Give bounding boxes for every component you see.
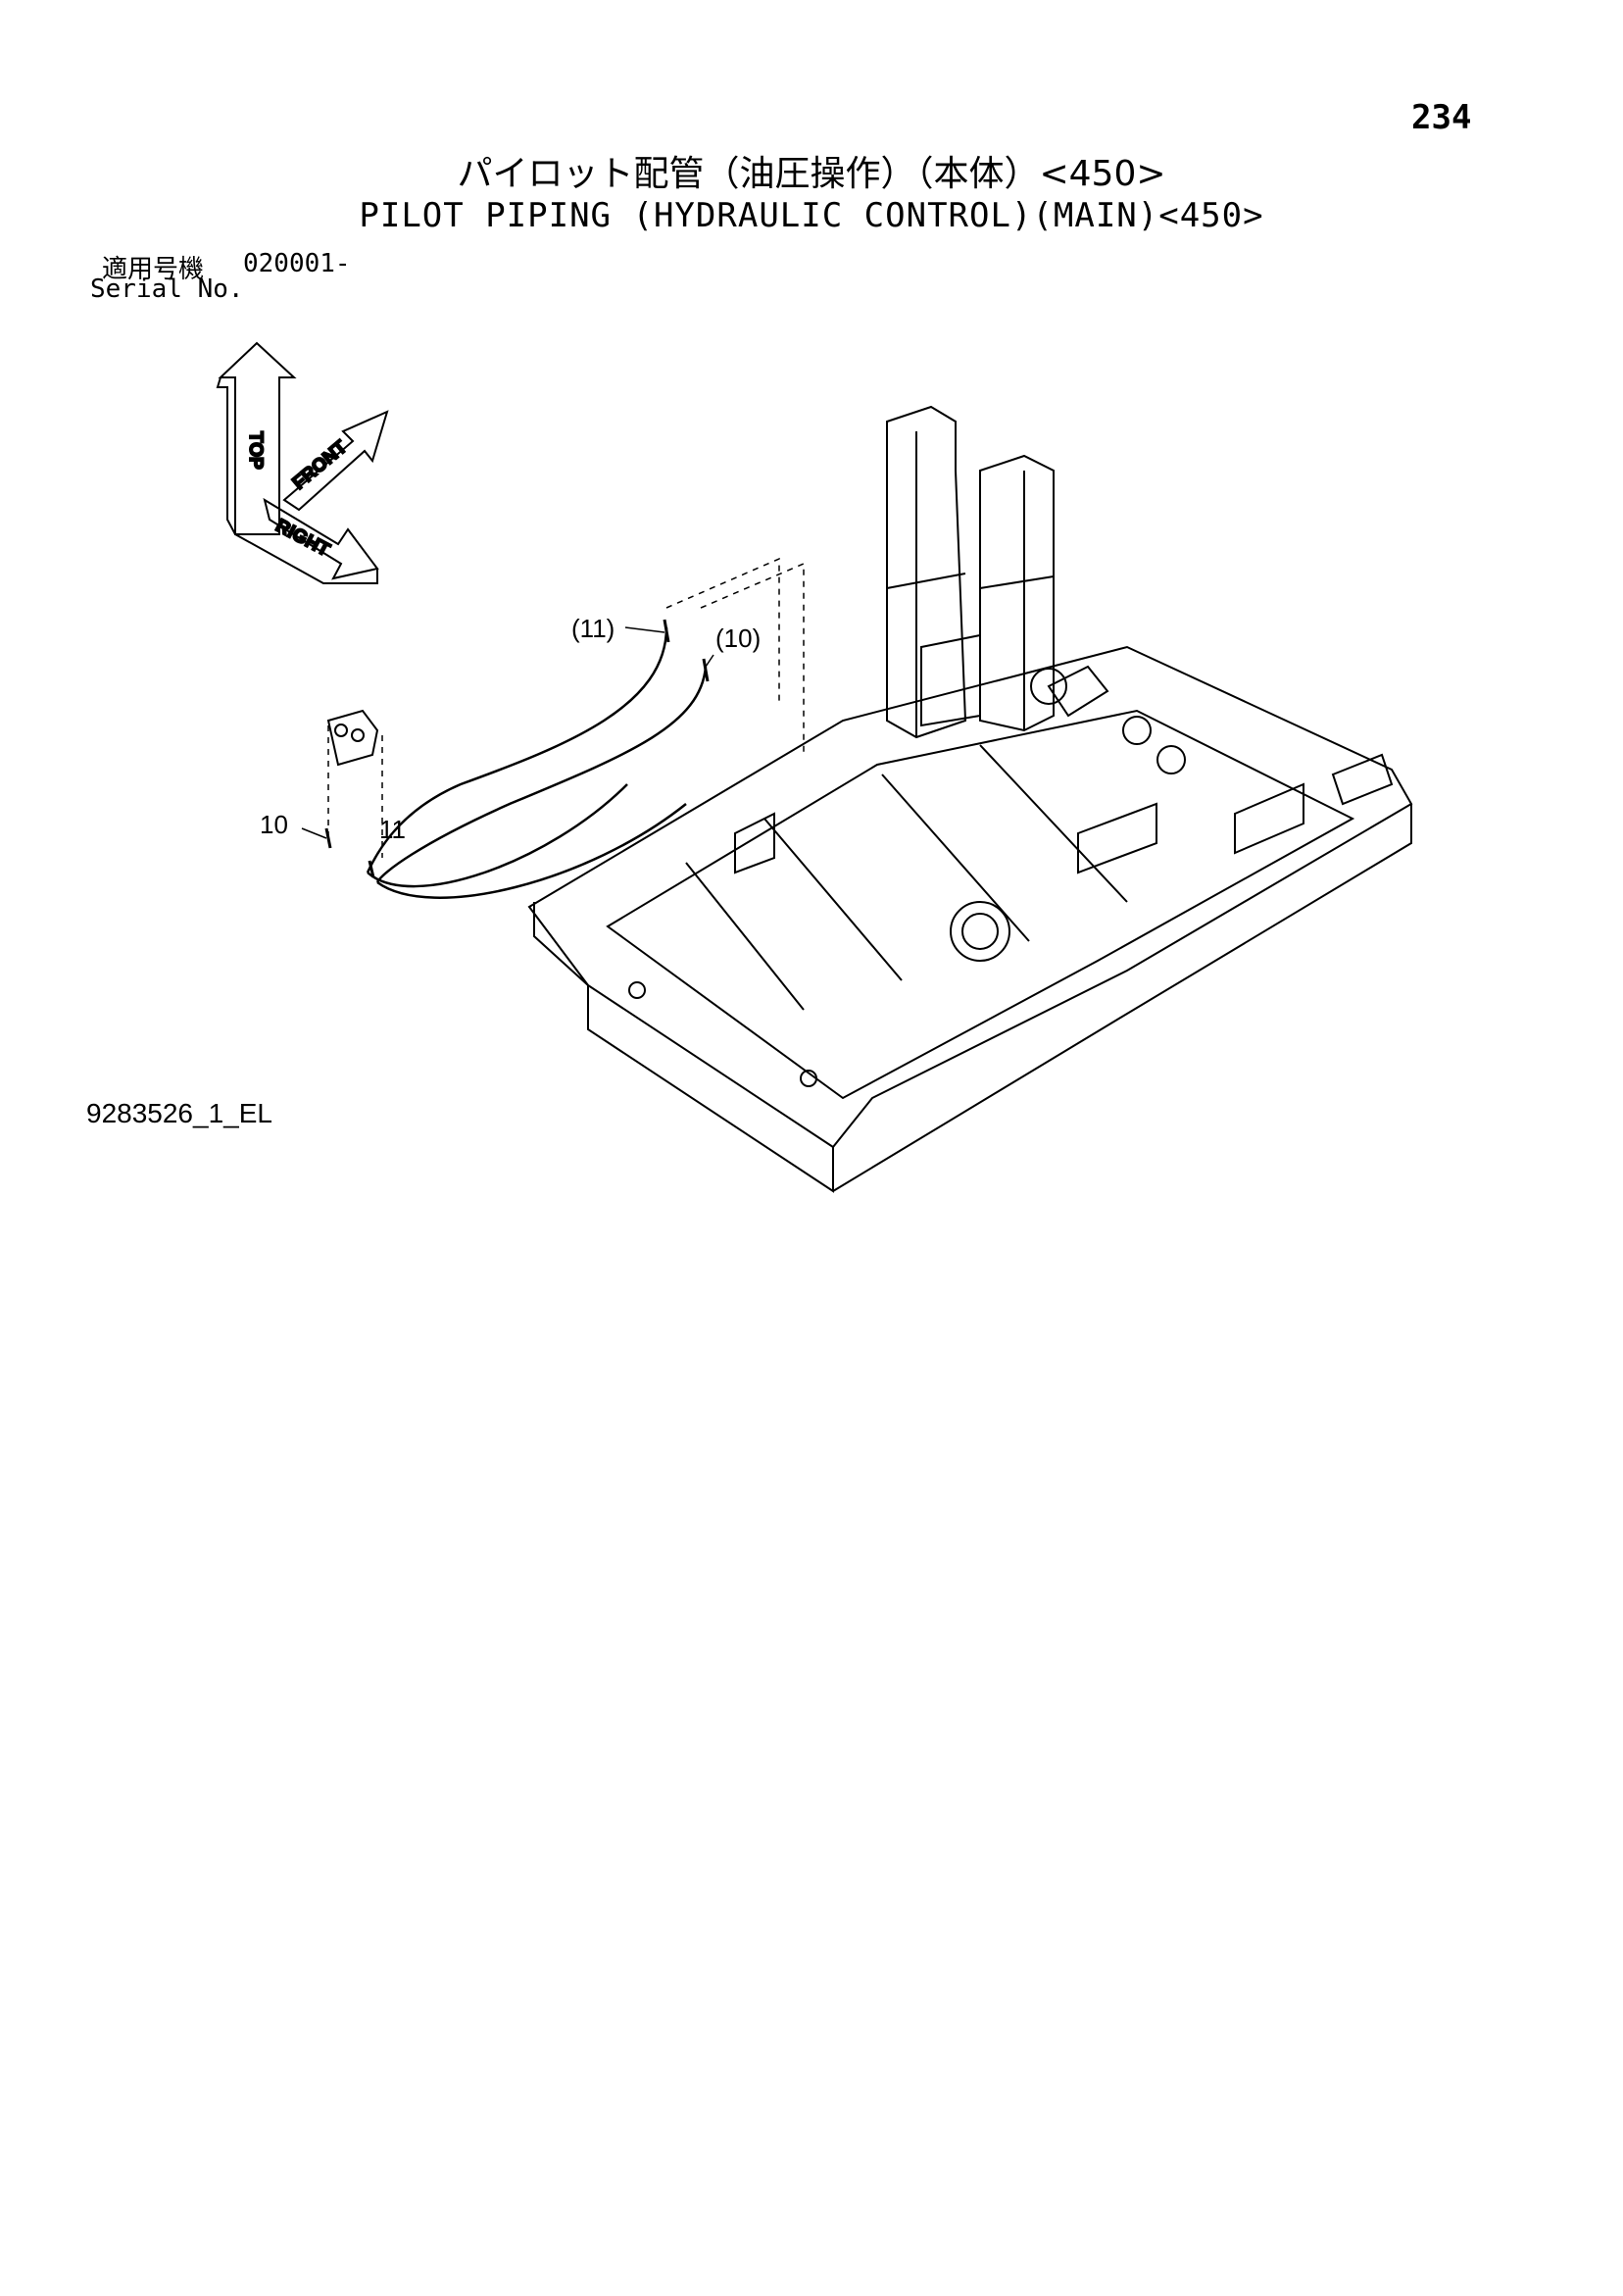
hose-fittings xyxy=(324,619,710,878)
serial-number-value: 020001- xyxy=(243,249,351,278)
callout-11: 11 xyxy=(379,815,406,844)
orientation-front-label: FRONT xyxy=(289,436,352,493)
serial-label-english: Serial No. xyxy=(90,275,244,304)
pilot-hoses xyxy=(366,626,708,899)
callout-10: 10 xyxy=(260,810,288,839)
page-number: 234 xyxy=(1411,98,1472,137)
page-title-english: PILOT PIPING (HYDRAULIC CONTROL)(MAIN)<4… xyxy=(359,196,1264,235)
front-arrow-icon xyxy=(282,410,389,512)
callout-leaders xyxy=(301,626,714,864)
callout-11-paren: (11) xyxy=(571,614,615,643)
main-frame xyxy=(527,645,1413,1193)
drawing-code: 9283526_1_EL xyxy=(86,1098,272,1128)
top-arrow-icon xyxy=(218,341,297,535)
page-title-japanese: パイロット配管（油圧操作）（本体）<450> xyxy=(457,154,1166,194)
orientation-indicator: TOP FRONT RIGHT xyxy=(216,341,389,584)
right-arrow-icon xyxy=(263,497,379,580)
frame-upright-column xyxy=(886,405,1055,739)
orientation-top-label: TOP xyxy=(245,431,266,470)
callout-10-paren: (10) xyxy=(715,624,761,653)
reference-lines xyxy=(327,557,805,858)
control-valve-block xyxy=(326,709,379,767)
serial-label-japanese: 適用号機 xyxy=(102,255,205,284)
